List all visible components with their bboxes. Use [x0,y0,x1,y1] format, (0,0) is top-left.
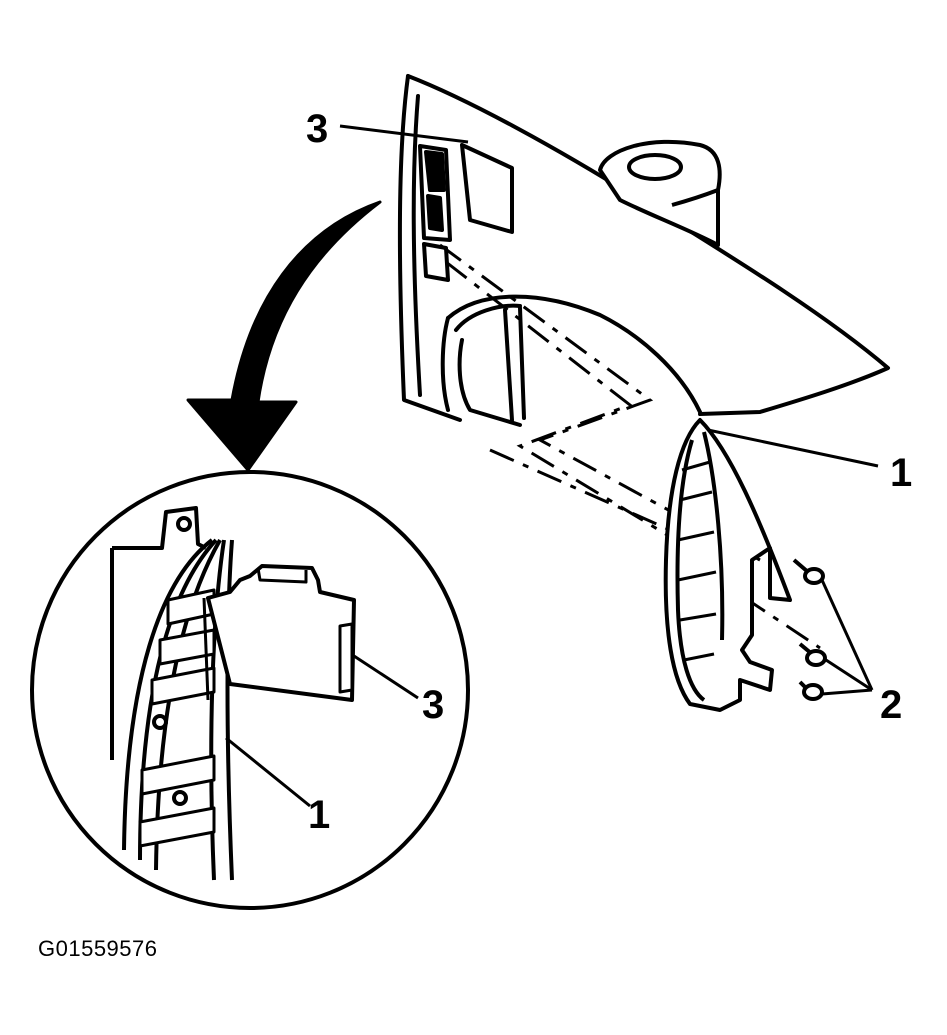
callout-1-main: 1 [890,451,912,495]
detail-circle [30,470,470,910]
fastener-upper [792,558,825,585]
splash-shield [663,418,792,712]
fastener-lower [798,680,824,701]
fastener-middle [798,642,827,667]
callout-3-detail: 3 [422,683,444,727]
mount-boss [598,139,722,247]
retainer-clip [418,143,514,282]
fasteners [792,558,827,701]
leader-lines [339,124,879,696]
figure-id: G01559576 [38,936,158,961]
zoom-arrow [186,200,382,472]
detail-view: 3 1 [30,470,470,910]
fender-panel [397,74,890,427]
callout-3-main: 3 [306,107,328,151]
callout-1-detail: 1 [308,793,330,837]
callout-2-main: 2 [880,683,902,727]
